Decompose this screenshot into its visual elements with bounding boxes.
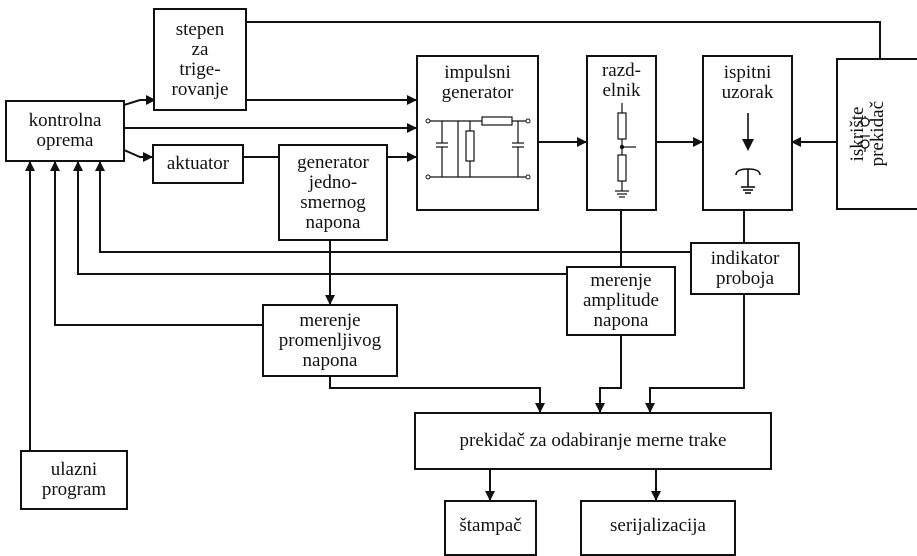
label-razdelnik: razd- elnik (601, 60, 642, 101)
voltage-divider-icon (614, 103, 636, 198)
label-generator-jednosmernog-napona: generator jedno- smernog napona (297, 151, 369, 233)
label-ispitni-uzorak: ispitni uzorak (721, 62, 774, 103)
connector-indikator-prekidac (645, 294, 745, 413)
pulse-generator-circuit-icon (425, 116, 530, 180)
label-ulazni-program: ulazni program (41, 459, 107, 500)
spark-gap-icon (860, 116, 870, 152)
label-aktuator: aktuator (166, 153, 230, 174)
connector-kontrolna-stepen (123, 95, 156, 106)
block-impulsni-generator: impulsni generator (416, 55, 539, 211)
label-iskriste-prekidac: iskrište prekidač (847, 101, 888, 167)
label-stampac: štampač (459, 515, 522, 536)
label-impulsni-generator: impulsni generator (441, 62, 514, 103)
label-indikator-proboja: indikator proboja (710, 247, 780, 289)
block-merenje-promenljivog-napona: merenje promenljivog napona (262, 304, 398, 377)
block-generator-jednosmernog-napona: generator jedno- smernog napona (278, 144, 388, 241)
block-merenje-amplitude-napona: merenje amplitude napona (566, 266, 676, 336)
block-razdelnik: razd- elnik (586, 55, 657, 211)
label-kontrolna-oprema: kontrolna oprema (28, 110, 102, 151)
block-aktuator: aktuator (152, 144, 244, 184)
block-stepen-za-trigerovanje: stepen za trige- rovanje (153, 8, 247, 111)
test-sample-icon (734, 113, 761, 194)
label-merenje-promenljivog-napona: merenje promenljivog napona (278, 309, 382, 371)
block-ulazni-program: ulazni program (20, 450, 128, 510)
block-ispitni-uzorak: ispitni uzorak (702, 55, 793, 211)
connector-kontrolna-aktuator (123, 149, 153, 162)
block-kontrolna-oprema: kontrolna oprema (5, 100, 125, 162)
connector-merenje-promenljivog-prekidac (329, 376, 545, 413)
block-prekidac-za-odabiranje-merne-trake: prekidač za odabiranje merne trake (414, 412, 772, 470)
block-serijalizacija: serijalizacija (580, 500, 736, 556)
label-prekidac-za-odabiranje-merne-trake: prekidač za odabiranje merne trake (459, 430, 727, 451)
connector-merenje-promenljivog-kontrolna (50, 161, 262, 326)
connector-iskriste-stepen (246, 21, 881, 60)
connector-merenje-amplitude-kontrolna (73, 161, 566, 275)
block-iskriste-prekidac: iskrište prekidač (836, 58, 917, 210)
block-indikator-proboja: indikator proboja (690, 242, 800, 295)
label-merenje-amplitude-napona: merenje amplitude napona (583, 270, 659, 331)
label-stepen-za-trigerovanje: stepen za trige- rovanje (171, 18, 229, 100)
block-stampac: štampač (444, 500, 537, 556)
connector-merenje-amplitude-prekidac (595, 334, 622, 413)
connector-indikator-kontrolna (95, 161, 690, 253)
label-serijalizacija: serijalizacija (610, 515, 706, 536)
